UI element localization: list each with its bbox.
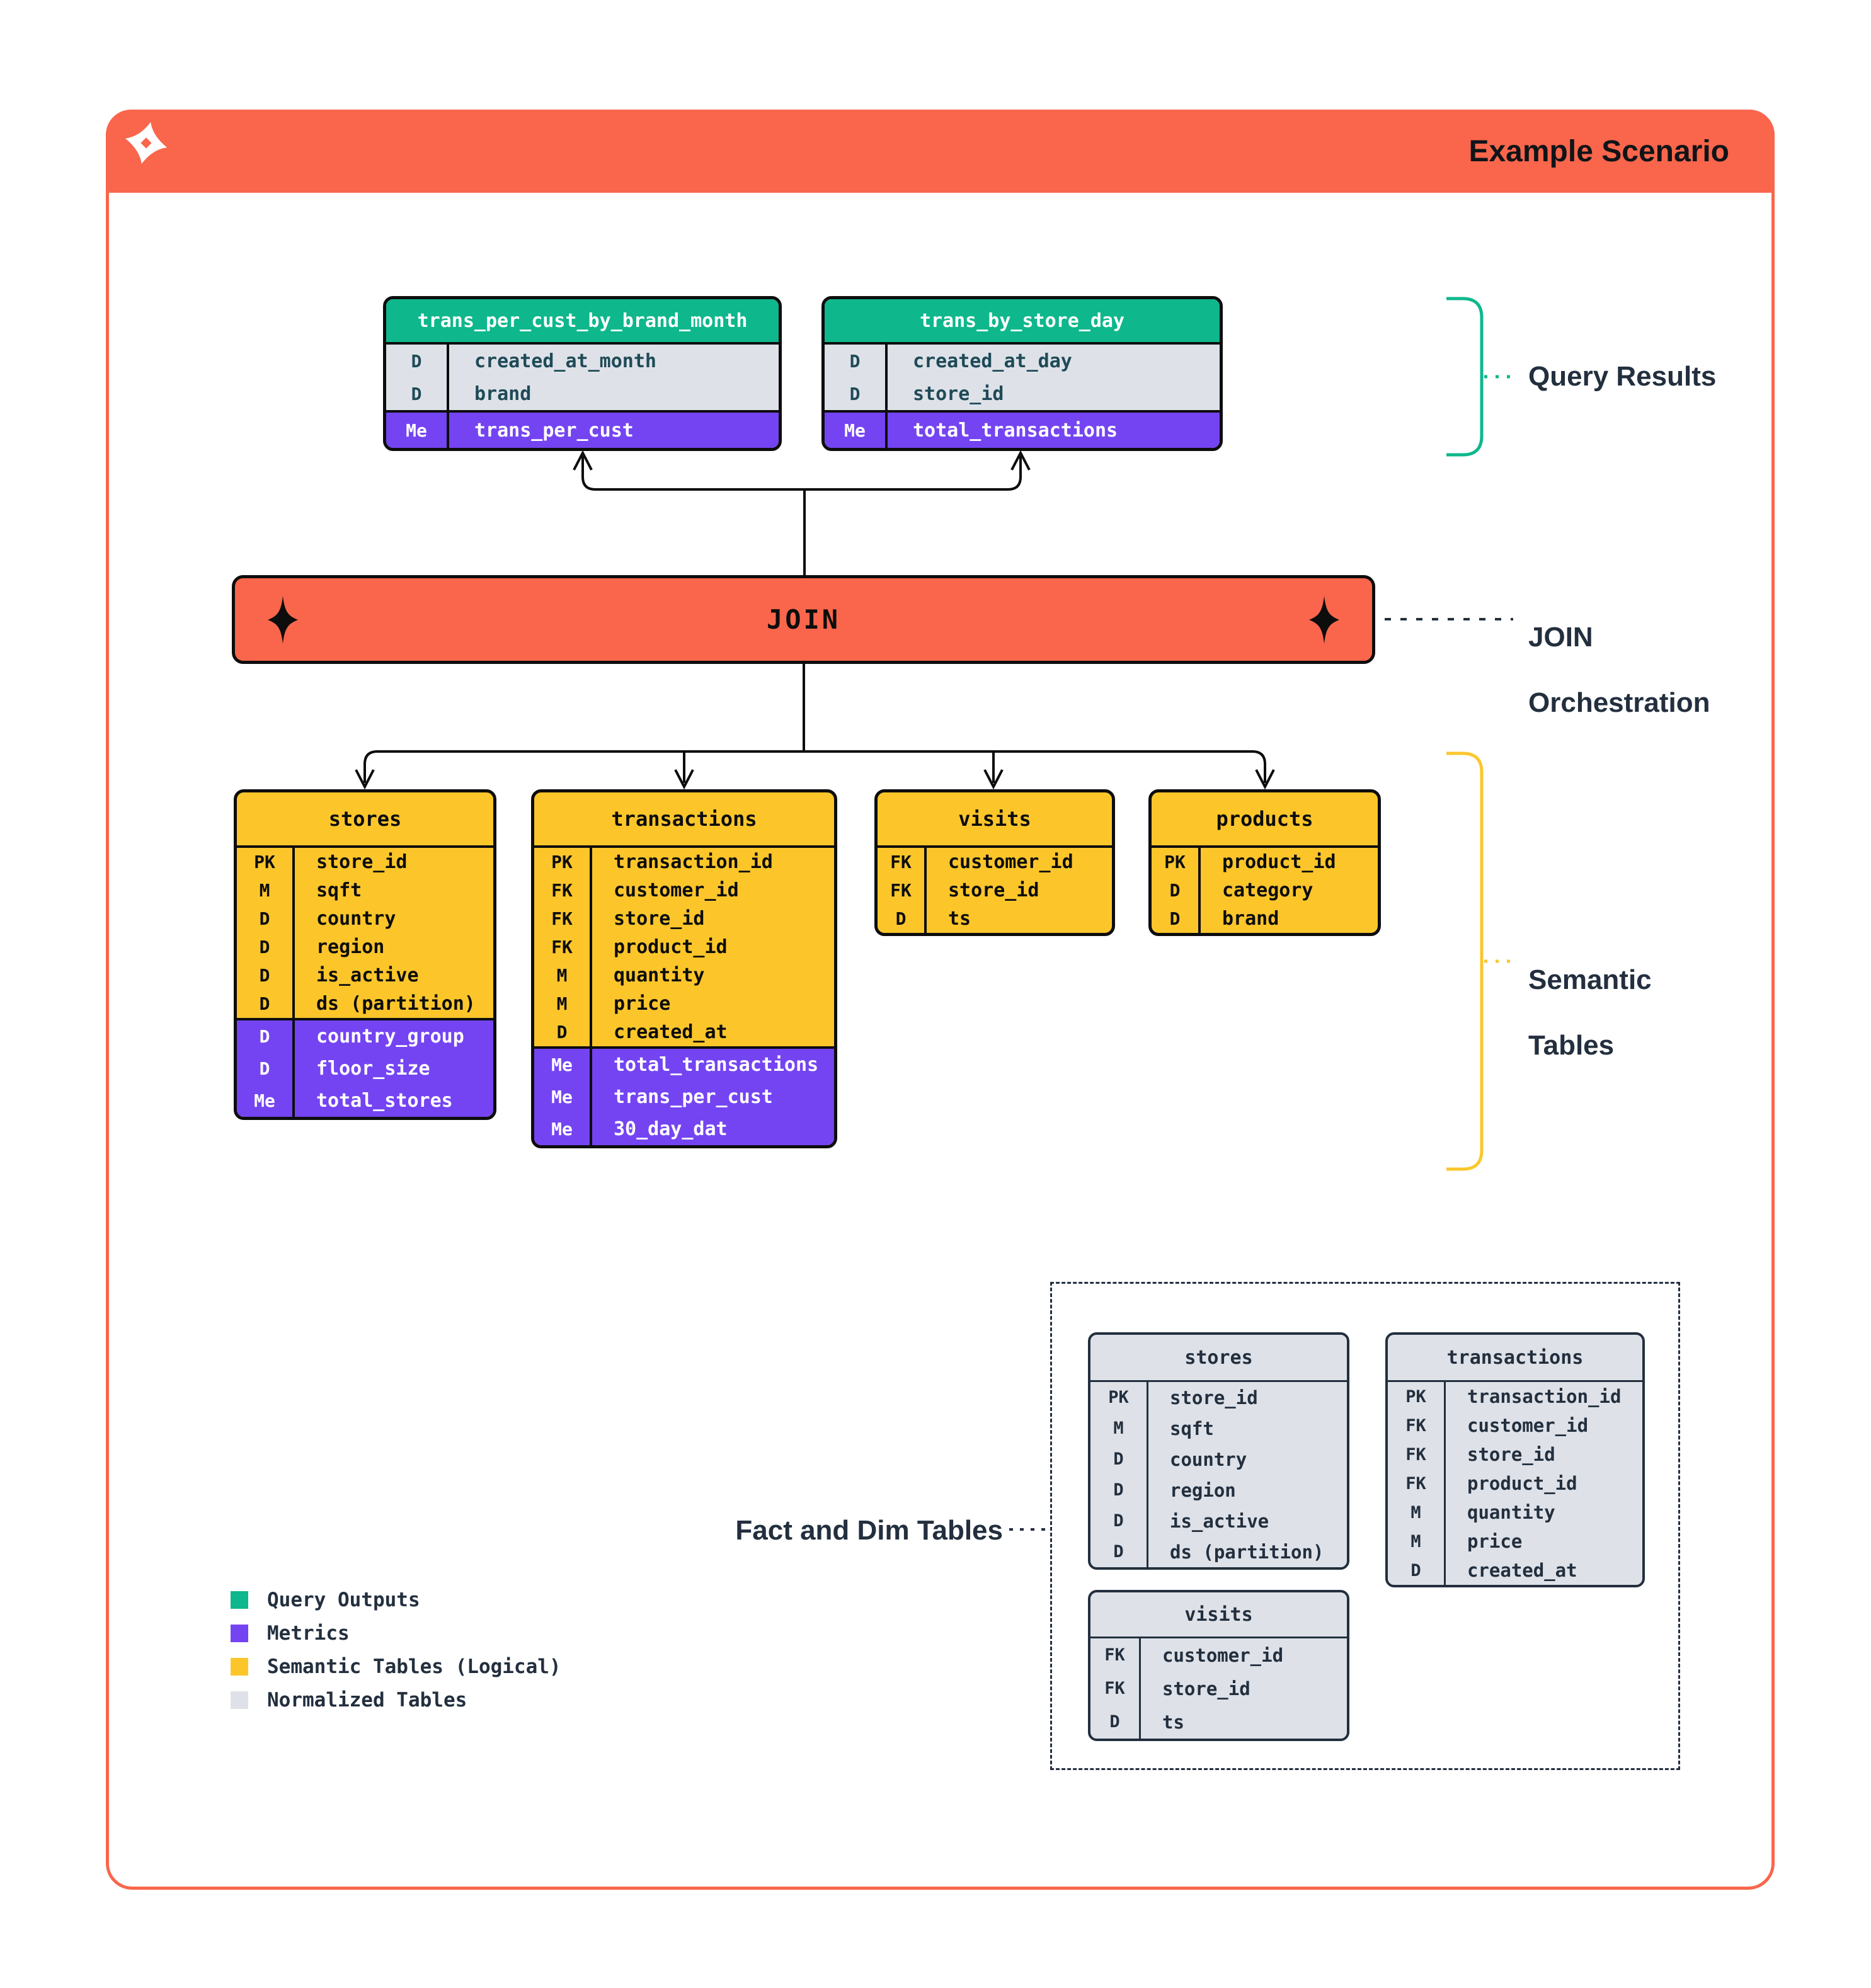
semantic-tables-label: Semantic Tables <box>1528 964 1652 1061</box>
card-header-bar <box>106 110 1775 193</box>
table-row: D created_at_month <box>386 345 779 377</box>
table-title: trans_per_cust_by_brand_month <box>386 299 779 345</box>
table-title: transactions <box>534 792 834 848</box>
metric-row: Me total_transactions <box>825 410 1220 448</box>
table-title: trans_by_store_day <box>825 299 1220 345</box>
pinwheel-logo-icon <box>125 122 168 164</box>
table-title: transactions <box>1388 1335 1642 1382</box>
query-result-table-trans-by-store: trans_by_store_day D created_at_day D st… <box>821 296 1223 451</box>
table-row: D store_id <box>825 377 1220 410</box>
join-label: JOIN <box>766 604 841 635</box>
table-title: visits <box>878 792 1112 848</box>
join-bar: JOIN <box>232 575 1375 664</box>
query-results-label: Query Results <box>1528 361 1717 392</box>
page-title: Example Scenario <box>1468 135 1729 168</box>
legend-swatch-normalized-tables <box>231 1691 248 1709</box>
table-title: visits <box>1090 1592 1347 1638</box>
query-result-table-trans-per-cust: trans_per_cust_by_brand_month D created_… <box>383 296 782 451</box>
legend-label: Metrics <box>267 1622 350 1645</box>
metric-row: Me trans_per_cust <box>386 410 779 448</box>
legend-swatch-query-outputs <box>231 1591 248 1609</box>
legend-label: Normalized Tables <box>267 1689 467 1711</box>
legend-swatch-metrics <box>231 1625 248 1642</box>
four-point-star-icon <box>1309 595 1339 644</box>
four-point-star-icon <box>268 595 298 644</box>
table-title: products <box>1152 792 1378 848</box>
fact-dim-label: Fact and Dim Tables <box>735 1515 1003 1546</box>
fact-dim-region <box>1050 1282 1680 1770</box>
table-row: D created_at_day <box>825 345 1220 377</box>
table-title: stores <box>237 792 493 848</box>
legend-swatch-semantic-tables <box>231 1658 248 1676</box>
table-row: D brand <box>386 377 779 410</box>
legend-label: Query Outputs <box>267 1589 420 1611</box>
join-orchestration-label: JOIN Orchestration <box>1528 622 1710 718</box>
table-title: stores <box>1090 1335 1347 1382</box>
legend-label: Semantic Tables (Logical) <box>267 1655 561 1678</box>
